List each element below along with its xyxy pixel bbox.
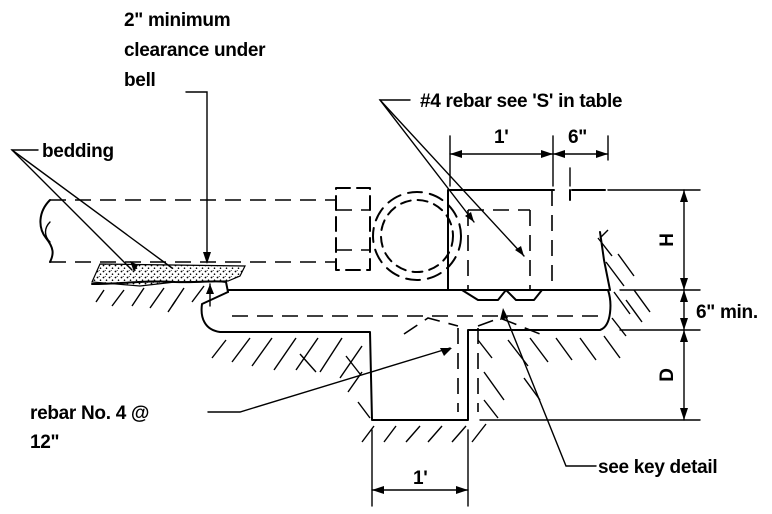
soil-hatching <box>95 229 651 443</box>
key-notch <box>461 289 543 301</box>
dimension-bottom <box>371 429 469 507</box>
pipe-outline <box>39 199 336 263</box>
dimension-top <box>449 135 609 187</box>
dimension-clearance <box>206 283 214 307</box>
pipe-cross-section <box>372 191 462 281</box>
dim-H: H <box>657 233 678 246</box>
dim-1ft-bottom: 1' <box>413 468 428 489</box>
rebar-no4-label-line1: rebar No. 4 @ <box>30 403 149 424</box>
dim-6in-min: 6" min. <box>696 302 758 323</box>
clearance-label-line2: clearance under <box>124 40 266 61</box>
footing-rebar <box>403 317 541 412</box>
dimension-right <box>479 189 701 421</box>
see-key-detail-label: see key detail <box>598 457 717 478</box>
concrete-cap <box>447 189 606 291</box>
clearance-label-line3: bell <box>124 70 156 91</box>
bedding-fill <box>91 263 246 287</box>
clearance-label-line1: 2" minimum <box>124 10 230 31</box>
ground-profile <box>91 280 612 421</box>
rebar-top-label: #4 rebar see 'S' in table <box>420 91 622 112</box>
leader-lines <box>10 91 597 467</box>
right-cut-edge <box>599 231 611 291</box>
dim-6in-top: 6" <box>568 127 587 148</box>
pipe-bell <box>335 187 371 271</box>
rebar-no4-label-line2: 12" <box>30 432 59 453</box>
dim-1ft-top: 1' <box>494 127 509 148</box>
dim-D: D <box>657 368 678 381</box>
bedding-label: bedding <box>42 141 114 162</box>
